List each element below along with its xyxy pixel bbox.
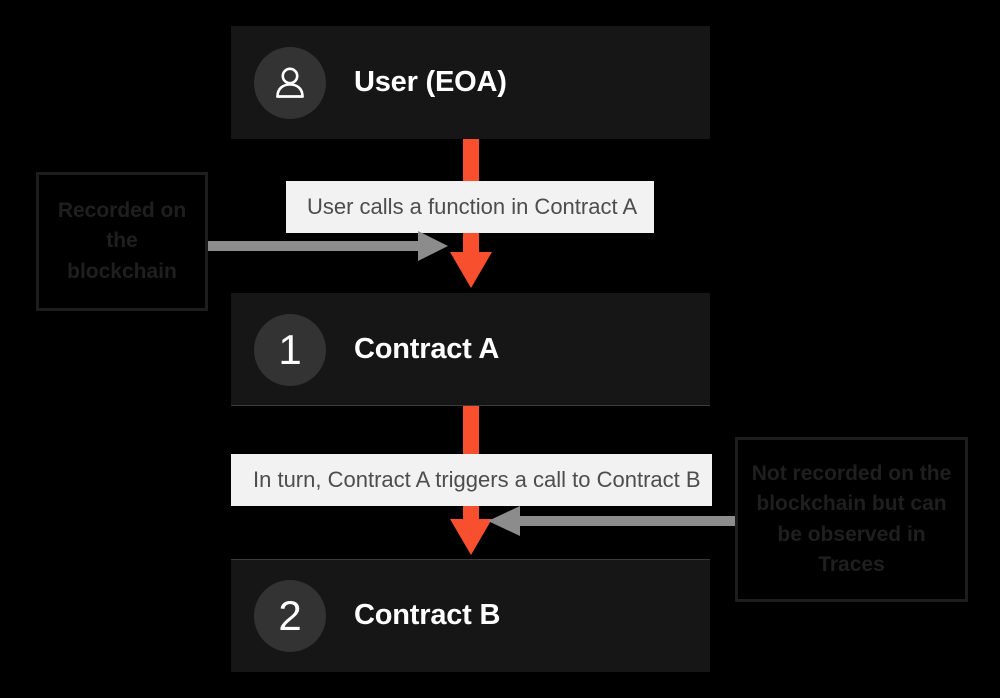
avatar [254, 46, 326, 119]
node-user[interactable]: User (EOA) [231, 26, 710, 139]
caption-user-to-contract-a: User calls a function in Contract A [286, 181, 654, 233]
node-label-user: User (EOA) [354, 66, 507, 98]
step-badge-2: 2 [254, 579, 326, 652]
node-label-contract-a: Contract A [354, 333, 500, 365]
node-divider [231, 405, 710, 406]
annotation-text: Recorded on the blockchain [57, 198, 187, 283]
node-contract-a[interactable]: 1 Contract A [231, 293, 710, 406]
step-number-1: 1 [278, 325, 302, 373]
caption-text: In turn, Contract A triggers a call to C… [253, 467, 701, 492]
node-divider [231, 559, 710, 560]
annotation-recorded-on-blockchain: Recorded on the blockchain [36, 172, 208, 311]
caption-contract-a-to-contract-b: In turn, Contract A triggers a call to C… [231, 454, 712, 506]
annotation-pointer-left [200, 231, 448, 261]
step-number-2: 2 [278, 591, 302, 639]
caption-text: User calls a function in Contract A [307, 194, 638, 219]
annotation-not-recorded-on-blockchain: Not recorded on the blockchain but can b… [735, 437, 968, 602]
node-contract-b[interactable]: 2 Contract B [231, 559, 710, 672]
annotation-pointer-right [488, 506, 738, 536]
person-icon [276, 67, 304, 98]
node-label-contract-b: Contract B [354, 599, 501, 631]
step-badge-1: 1 [254, 313, 326, 386]
annotation-text: Not recorded on the blockchain but can b… [751, 461, 952, 576]
